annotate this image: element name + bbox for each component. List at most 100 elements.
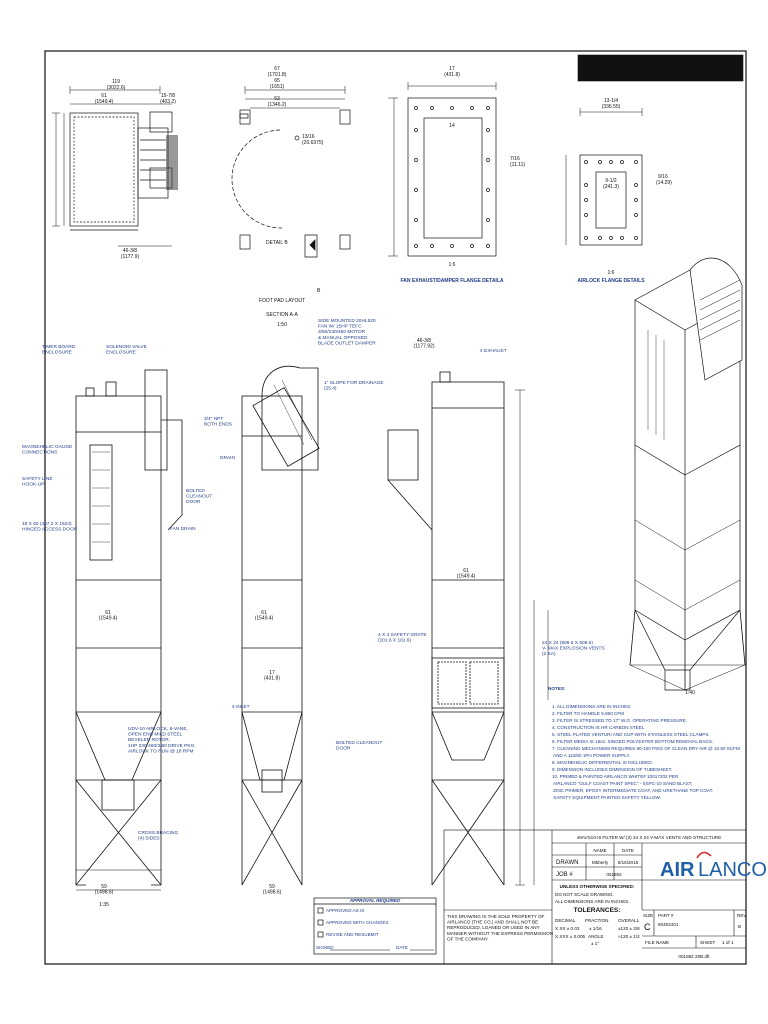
note-line: 3. FILTER IS STRESSED TO 17" W.G. OPERAT… bbox=[552, 718, 687, 723]
approval-title: APPROVAL REQUIRED bbox=[349, 898, 401, 903]
section-title: SECTION A-A bbox=[266, 312, 298, 318]
foot-pad-title: FOOT PAD LAYOUT bbox=[259, 298, 305, 304]
callout-explosion-vents: 24 X 24 (609.6 X 609.6)V- MAX EXPLOSION … bbox=[542, 640, 605, 657]
foot-inner2-dim: 53 bbox=[274, 96, 280, 102]
rear-elevation bbox=[387, 371, 549, 886]
tb-drawn-label: DRAWN bbox=[556, 860, 578, 866]
dim-61-rear: 61(1549.4) bbox=[457, 568, 476, 580]
tb-tol-r1-1: X.XX ± 0.03 bbox=[555, 926, 580, 931]
tb-size-label: SIZE bbox=[643, 913, 653, 918]
tb-sheet-value: 1 of 1 bbox=[722, 940, 734, 945]
plan-right-dim: 15-7/8 bbox=[161, 93, 175, 99]
title-block-grid bbox=[443, 829, 747, 965]
tb-rev-label: REV bbox=[737, 913, 747, 918]
note-line: 2. FILTER TO HANDLE 5,860 CFM bbox=[552, 711, 624, 716]
note-line: 7. CLEANING MECHANISM REQUIRES 80-100 PS… bbox=[552, 746, 740, 751]
plan-inner-mm: (1549.4) bbox=[95, 99, 114, 105]
fan-flange-detail bbox=[388, 82, 497, 257]
hole-dim-mm: (20.6375) bbox=[302, 140, 324, 146]
rev-description: RELEASED FOR APPROVAL bbox=[638, 73, 705, 79]
tb-tol-r2-3: »120 ± 1/2 bbox=[618, 934, 640, 939]
logo-air: AIR bbox=[660, 859, 695, 881]
dim-59-front: 59(1498.6) bbox=[95, 884, 114, 896]
revision-table: BY REV DESCRIPTION DATE Mbberly B RELEAS… bbox=[577, 54, 743, 82]
airlanco-logo: AIR LANCO bbox=[660, 851, 767, 881]
dim-61-side: 61(1549.4) bbox=[255, 610, 274, 622]
tb-tol-r2-1: X.XXX ± 0.005 bbox=[555, 934, 586, 939]
approval-checkbox-1[interactable] bbox=[317, 907, 324, 914]
note-line: SAFETY EQUIPMENT PAINTED SAFETY YELLOW. bbox=[552, 795, 661, 800]
dim-59-side: 59(1498.6) bbox=[263, 884, 282, 896]
rev-header-description: DESCRIPTION bbox=[654, 60, 689, 66]
approval-box bbox=[313, 897, 437, 955]
callout-drain: DRAIN bbox=[220, 455, 235, 461]
airlock-flange-detail bbox=[565, 108, 643, 246]
tb-part-label: PART # bbox=[658, 913, 674, 918]
airlock-width-dim: 13-1/4 bbox=[604, 98, 618, 104]
approval-checkbox-2[interactable] bbox=[317, 919, 324, 926]
callout-airlock-udv: UDV-10 AIRLOCK, 8-VANE,OPEN END MILD STE… bbox=[128, 726, 196, 754]
dim-61-front: 61(1549.4) bbox=[99, 610, 118, 622]
notes-list: 1. ALL DIMENSIONS ARE IN INCHES.2. FILTE… bbox=[552, 704, 740, 800]
note-line: 6. FILTER MEDIA IS 16oz. SINGED POLYESTE… bbox=[552, 739, 713, 744]
tb-unless: UNLESS OTHERWISE SPECIFIED: bbox=[560, 884, 635, 889]
tb-tol-r1-2: ± 1/16 bbox=[589, 926, 602, 931]
logo-swoosh bbox=[696, 851, 712, 859]
section-scale: 1:50 bbox=[277, 322, 287, 328]
plan-bottom-dim: 46-3/8 bbox=[123, 248, 137, 254]
approval-option-1: APPROVED AS IS bbox=[326, 908, 364, 913]
tb-tol-angle: ± 1° bbox=[591, 941, 599, 946]
plan-width-dim: 119 bbox=[112, 79, 120, 85]
hole-dim: 13/16 bbox=[302, 134, 315, 140]
tb-do-not-scale: DO NOT SCALE DRAWING. bbox=[555, 892, 614, 897]
airlock-scale: 1:6 bbox=[608, 270, 615, 276]
approval-date-label: DATE bbox=[396, 945, 408, 950]
rev-header-by: BY bbox=[589, 60, 596, 66]
fan-right-dim: 7/16 bbox=[510, 156, 520, 162]
approval-checkbox-3[interactable] bbox=[317, 931, 324, 938]
callout-exhaust: ¢ EXHAUST bbox=[480, 348, 507, 354]
note-line: 9. DIMENSION INCLUDES DIMENSION OF TUBES… bbox=[552, 767, 672, 772]
plan-view bbox=[52, 86, 178, 247]
fan-flange-title: FAN EXHAUST/DAMPER FLANGE DETAILA bbox=[401, 278, 504, 284]
tb-all-dims: ALL DIMENSIONS ARE IN INCHES. bbox=[555, 899, 630, 904]
note-line: 4. CONSTRUCTION IS HR CARBON STEEL bbox=[552, 725, 645, 730]
note-line: 5. STEEL PLATED VENTURI AND CUP WITH STA… bbox=[552, 732, 710, 737]
tb-job-number: 001892 bbox=[606, 872, 622, 877]
airlock-hole-mm: (14.29) bbox=[656, 180, 672, 186]
tb-file-label: FILE NAME bbox=[645, 940, 669, 945]
dim-17-inlet: 17(431.8) bbox=[264, 670, 280, 682]
note-line: ZINC PRIMER, EPOXY INTERMEDIATE COAT, AN… bbox=[552, 788, 713, 793]
rev-letter: B bbox=[611, 73, 615, 79]
tb-tolerances: TOLERANCES: bbox=[574, 907, 621, 914]
approval-option-2: APPROVED WITH CHANGES bbox=[326, 920, 389, 925]
rev-date: 6/16/2015 bbox=[721, 73, 743, 79]
approval-signed-label: SIGNED bbox=[316, 945, 334, 950]
tb-tol-header-3: OVERALL bbox=[618, 918, 640, 923]
note-line: AND A 110/60 1PH POWER SUPPLY. bbox=[552, 753, 630, 758]
tb-tol-r1-3: ±120 ± 3/8 bbox=[618, 926, 640, 931]
tb-tol-header-2: FRACTION bbox=[585, 918, 608, 923]
notes-block: NOTES: 1. ALL DIMENSIONS ARE IN INCHES.2… bbox=[548, 686, 740, 800]
tb-drawn-date: 6/16/2015 bbox=[618, 860, 639, 865]
tb-sheet-label: SHEET bbox=[700, 940, 716, 945]
front-elevation bbox=[75, 369, 183, 891]
fan-scale: 1:6 bbox=[449, 262, 456, 268]
airlock-width-mm: (336.55) bbox=[602, 104, 621, 110]
airlock-mid-dim: 9-1/2 bbox=[605, 178, 617, 184]
foot-pad-layout bbox=[231, 86, 351, 258]
fan-right-mm: (11.11) bbox=[510, 162, 525, 168]
callout-access-door: 18 X 60 (457.2 X 1524)HINGED ACCESS DOOR bbox=[22, 521, 78, 533]
rev-header-rev: REV bbox=[608, 60, 619, 66]
dimension-texts: 61(1549.4) 61(1549.4) 61(1549.4) 17(431.… bbox=[95, 338, 695, 908]
airlock-mid-mm: (241.3) bbox=[603, 184, 619, 190]
detail-b-label: DETAIL B bbox=[266, 240, 288, 246]
plan-width-mm: (3022.6) bbox=[107, 85, 126, 91]
